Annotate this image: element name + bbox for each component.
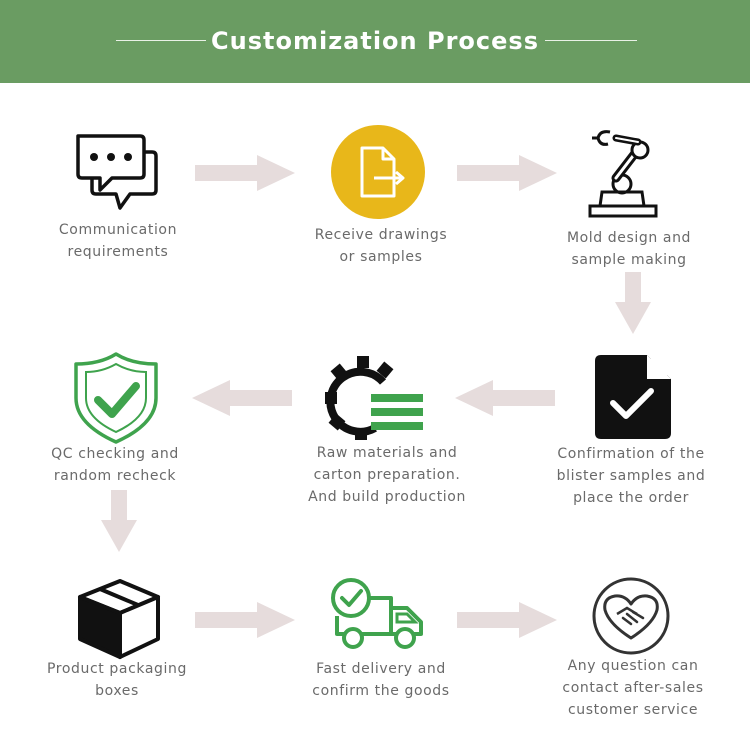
step-label-qc-checking: QC checking and random recheck: [51, 446, 179, 484]
step-label-fast-delivery: Fast delivery and confirm the goods: [312, 661, 450, 699]
arrow-left-2: [192, 380, 292, 416]
step-label-receive-drawings: Receive drawings or samples: [314, 227, 448, 265]
arrow-right-3: [195, 602, 295, 638]
page-title: Customization Process: [211, 27, 539, 55]
robot-arm-icon: [588, 130, 658, 218]
box-icon: [78, 579, 160, 659]
arrow-right-4: [457, 602, 557, 638]
arrow-right-1: [195, 155, 295, 191]
header-line-left: [116, 40, 206, 41]
handshake-heart-icon: [592, 577, 670, 655]
arrow-right-2: [457, 155, 557, 191]
chat-bubbles-icon: [76, 134, 158, 210]
document-arrow-icon: [331, 125, 425, 219]
arrow-left-1: [455, 380, 555, 416]
shield-check-icon: [74, 352, 158, 444]
step-label-confirmation: Confirmation of the blister samples and …: [556, 446, 706, 506]
header-line-right: [545, 40, 637, 41]
delivery-truck-icon: [331, 578, 423, 649]
arrow-down-1: [615, 272, 651, 334]
step-label-mold-design: Mold design and sample making: [566, 230, 692, 268]
arrow-down-2: [101, 490, 137, 552]
gear-lines-icon: [325, 356, 423, 440]
step-label-packaging: Product packaging boxes: [47, 661, 187, 699]
document-check-icon: [595, 355, 671, 439]
step-label-after-sales: Any question can contact after-sales cus…: [562, 658, 704, 718]
header-banner: Customization Process: [0, 0, 750, 83]
step-label-communication: Communication requirements: [58, 222, 178, 260]
step-label-raw-materials: Raw materials and carton preparation. An…: [308, 445, 466, 505]
